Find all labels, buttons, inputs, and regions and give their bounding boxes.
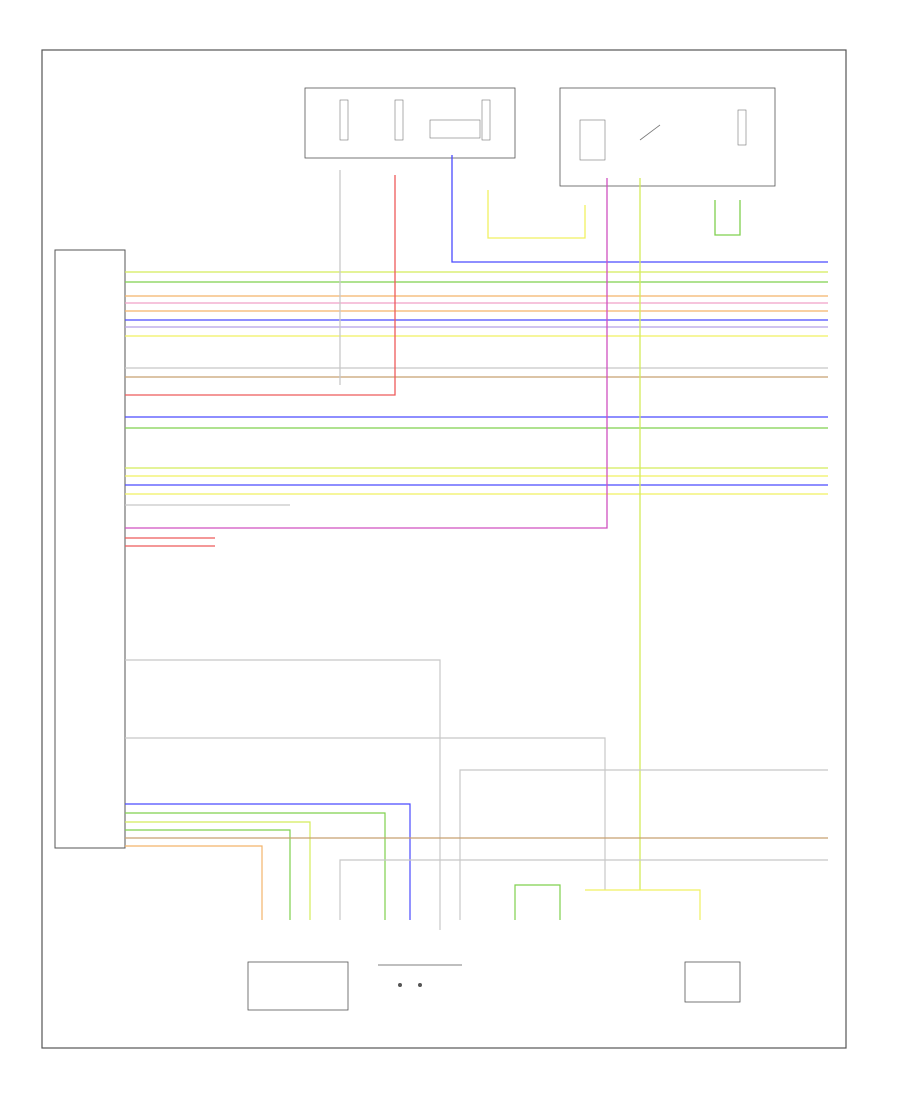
bottom-component-3 [684,961,741,1003]
lower-connector-wires [125,537,828,930]
upper-connector-wires [125,271,828,506]
fuse-box-left [304,87,516,159]
bottom-component-1 [247,961,349,1011]
upper-vertical-wires [125,155,828,890]
diagram-border [41,49,847,1049]
bottom-component-2 [378,964,462,987]
transmission-control-module [54,249,126,849]
fuse-box-right [559,87,776,187]
